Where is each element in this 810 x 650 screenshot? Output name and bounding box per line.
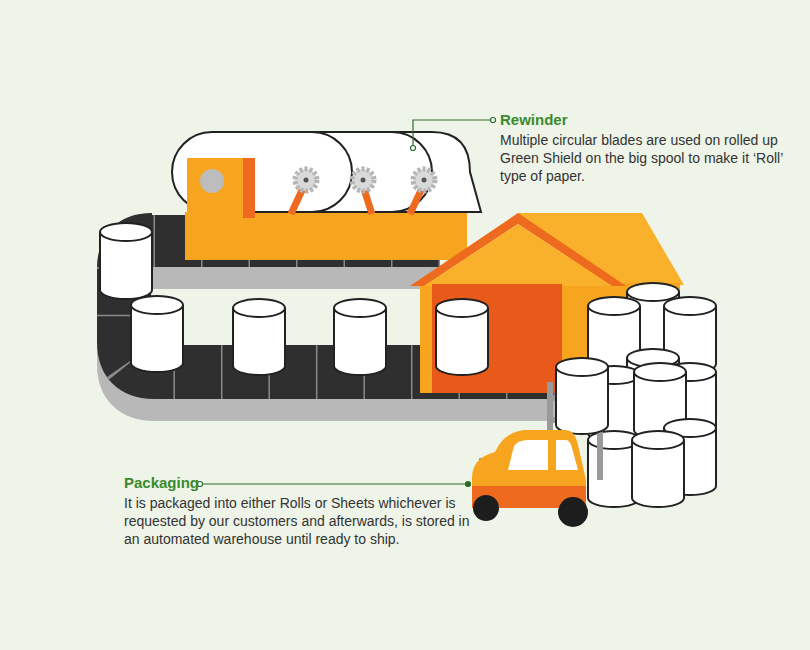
leader-lines <box>198 118 496 487</box>
spool-core <box>200 169 224 193</box>
rewinder-leader <box>413 120 490 146</box>
cab-window-side <box>508 440 548 470</box>
holder-edge <box>243 158 255 218</box>
forklift <box>472 358 608 527</box>
spool-holder <box>187 158 255 258</box>
blade-hubs <box>304 178 427 183</box>
callout-text: Multiple circular blades are used on rol… <box>500 131 806 185</box>
packaging-leader <box>203 483 466 484</box>
cab-window-front <box>556 440 578 470</box>
gable-trim <box>410 213 626 286</box>
rewinder-machine <box>172 132 481 260</box>
leader-end <box>466 482 471 487</box>
circular-blades <box>295 169 435 191</box>
door <box>432 284 562 393</box>
callout-text: It is packaged into either Rolls or Shee… <box>124 494 480 548</box>
leader-end <box>491 118 496 123</box>
wheel <box>558 497 588 527</box>
callout-heading: Rewinder <box>500 111 568 129</box>
gable <box>424 224 612 286</box>
wheel <box>473 495 499 521</box>
leader-end <box>411 146 416 151</box>
callout-heading: Packaging <box>124 474 199 492</box>
